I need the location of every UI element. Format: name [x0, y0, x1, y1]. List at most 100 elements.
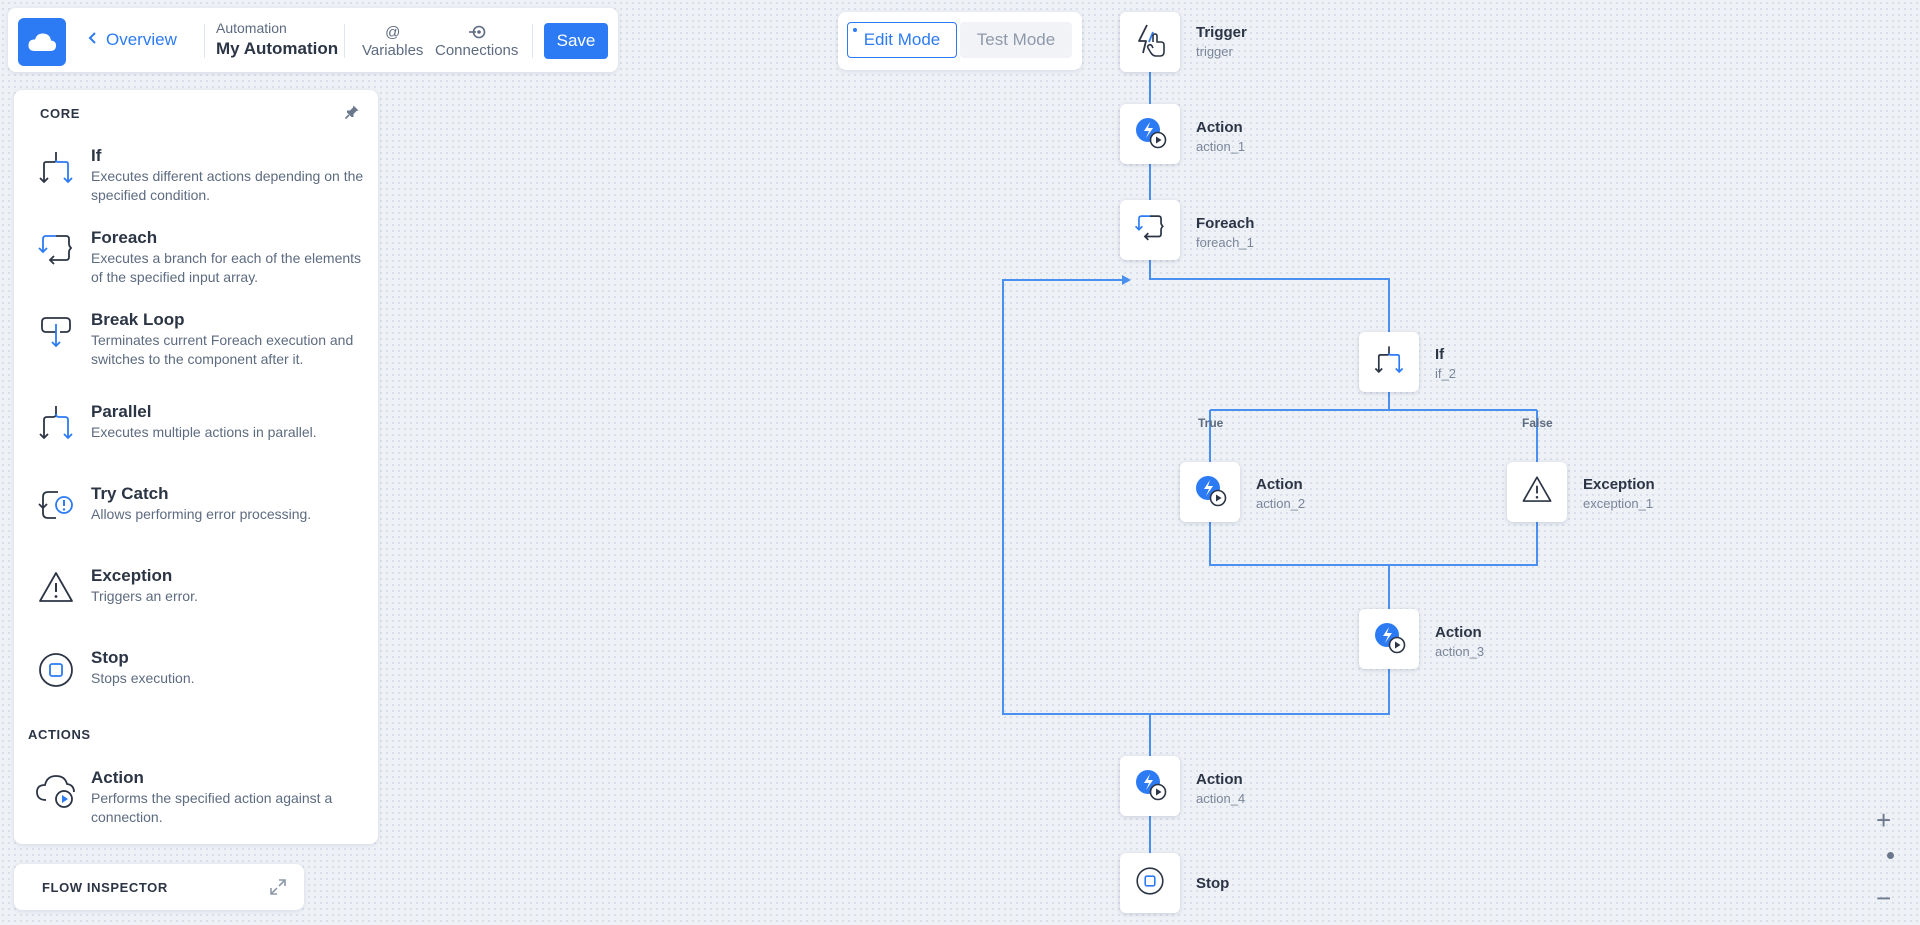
node-id: action_1	[1196, 139, 1246, 154]
node-trigger[interactable]	[1120, 12, 1180, 72]
connection-plug-icon	[468, 22, 486, 42]
parallel-icon	[34, 402, 78, 446]
node-label-action-2: Action action_2	[1256, 476, 1305, 511]
try-catch-icon	[34, 484, 78, 528]
action-icon	[1371, 619, 1407, 660]
node-title: Trigger	[1196, 24, 1247, 41]
zoom-out-button[interactable]: −	[1876, 883, 1892, 913]
exception-icon	[1520, 473, 1554, 512]
node-title: Action	[1196, 771, 1243, 788]
actions-section-heading: ACTIONS	[28, 727, 91, 742]
palette-item-desc: Executes a branch for each of the elemen…	[91, 250, 362, 285]
node-id: action_3	[1435, 644, 1485, 659]
trigger-icon	[1133, 22, 1167, 63]
expand-icon[interactable]	[269, 878, 287, 901]
palette-item-title: Try Catch	[91, 484, 169, 503]
palette-item-try-catch[interactable]: Try Catch Allows performing error proces…	[34, 484, 374, 554]
if-icon	[34, 146, 78, 190]
node-foreach-1[interactable]	[1120, 200, 1180, 260]
node-action-3[interactable]	[1359, 609, 1419, 669]
palette-item-action[interactable]: Action Performs the specified action aga…	[34, 768, 374, 838]
palette-item-desc: Performs the specified action against a …	[91, 790, 333, 825]
palette-item-break-loop[interactable]: Break Loop Terminates current Foreach ex…	[34, 310, 374, 380]
node-label-action-4: Action action_4	[1196, 771, 1245, 806]
palette-item-stop[interactable]: Stop Stops execution.	[34, 648, 374, 718]
palette-item-exception[interactable]: Exception Triggers an error.	[34, 566, 374, 636]
pin-icon[interactable]	[344, 104, 360, 125]
exception-icon	[34, 566, 78, 610]
palette-item-title: Parallel	[91, 402, 152, 421]
cloud-action-icon	[34, 768, 78, 812]
save-button[interactable]: Save	[544, 23, 608, 59]
zoom-reset-dot[interactable]	[1887, 852, 1894, 859]
divider	[344, 24, 345, 58]
if-icon	[1372, 343, 1406, 382]
test-mode-label: Test Mode	[976, 30, 1056, 49]
variables-button[interactable]: @ Variables	[362, 22, 423, 60]
node-title: Action	[1435, 624, 1482, 641]
palette-item-desc: Allows performing error processing.	[91, 506, 312, 522]
palette-item-desc: Stops execution.	[91, 670, 195, 686]
node-label-stop: Stop	[1196, 875, 1229, 892]
page-title: My Automation	[216, 39, 339, 58]
foreach-icon	[1133, 211, 1167, 250]
palette-item-title: Foreach	[91, 228, 158, 247]
breadcrumb-section: Automation	[216, 20, 287, 36]
node-action-1[interactable]	[1120, 104, 1180, 164]
node-stop[interactable]	[1120, 853, 1180, 913]
at-sign-icon: @	[385, 23, 401, 41]
action-icon	[1132, 766, 1168, 807]
node-label-trigger: Trigger trigger	[1196, 24, 1247, 59]
action-icon	[1132, 114, 1168, 155]
node-exception-1[interactable]	[1507, 462, 1567, 522]
connections-label: Connections	[435, 42, 519, 59]
palette-item-parallel[interactable]: Parallel Executes multiple actions in pa…	[34, 402, 374, 472]
flow-inspector-bar[interactable]: FLOW INSPECTOR	[14, 864, 304, 910]
node-label-action-1: Action action_1	[1196, 119, 1245, 154]
node-title: Stop	[1196, 875, 1230, 892]
core-section-heading: CORE	[40, 106, 80, 121]
mode-switch: Edit Mode Test Mode	[838, 12, 1082, 70]
palette-item-foreach[interactable]: Foreach Executes a branch for each of th…	[34, 228, 374, 298]
node-label-if-2: If if_2	[1435, 346, 1456, 381]
node-action-4[interactable]	[1120, 756, 1180, 816]
node-title: Action	[1196, 119, 1243, 136]
stop-icon	[1134, 865, 1166, 902]
breadcrumb: Automation My Automation	[216, 20, 338, 59]
flow-inspector-label: FLOW INSPECTOR	[42, 880, 168, 895]
edit-mode-label: Edit Mode	[863, 30, 941, 49]
edit-mode-tab[interactable]: Edit Mode	[847, 22, 957, 58]
loop-arrowhead	[1122, 275, 1131, 285]
node-title: Action	[1256, 476, 1303, 493]
node-id: foreach_1	[1196, 235, 1254, 250]
node-label-foreach-1: Foreach foreach_1	[1196, 215, 1254, 250]
node-label-exception-1: Exception exception_1	[1583, 476, 1655, 511]
back-to-overview-link[interactable]: Overview	[88, 30, 177, 50]
node-title: Foreach	[1196, 215, 1255, 232]
node-id: trigger	[1196, 44, 1233, 59]
node-id: action_2	[1256, 496, 1306, 511]
test-mode-tab[interactable]: Test Mode	[960, 22, 1072, 58]
edge-foreach-if	[1149, 260, 1390, 332]
branch-label-true: True	[1198, 416, 1224, 430]
palette-item-if[interactable]: If Executes different actions depending …	[34, 146, 374, 216]
palette-item-desc: Executes different actions depending on …	[91, 168, 364, 203]
stop-icon	[34, 648, 78, 692]
node-id: exception_1	[1583, 496, 1654, 511]
divider	[204, 24, 205, 58]
zoom-in-button[interactable]: +	[1876, 805, 1892, 835]
connections-button[interactable]: Connections	[435, 22, 518, 59]
branch-label-false: False	[1522, 416, 1553, 430]
palette-item-desc: Triggers an error.	[91, 588, 198, 604]
node-id: if_2	[1435, 366, 1456, 381]
palette-item-desc: Executes multiple actions in parallel.	[91, 424, 317, 440]
node-if-2[interactable]	[1359, 332, 1419, 392]
action-icon	[1192, 472, 1228, 513]
app-logo-icon[interactable]	[18, 18, 66, 66]
divider	[532, 24, 533, 58]
top-toolbar: Overview Automation My Automation @ Vari…	[8, 8, 618, 72]
palette-item-title: Action	[91, 768, 144, 787]
palette-item-title: If	[91, 146, 102, 165]
node-action-2[interactable]	[1180, 462, 1240, 522]
